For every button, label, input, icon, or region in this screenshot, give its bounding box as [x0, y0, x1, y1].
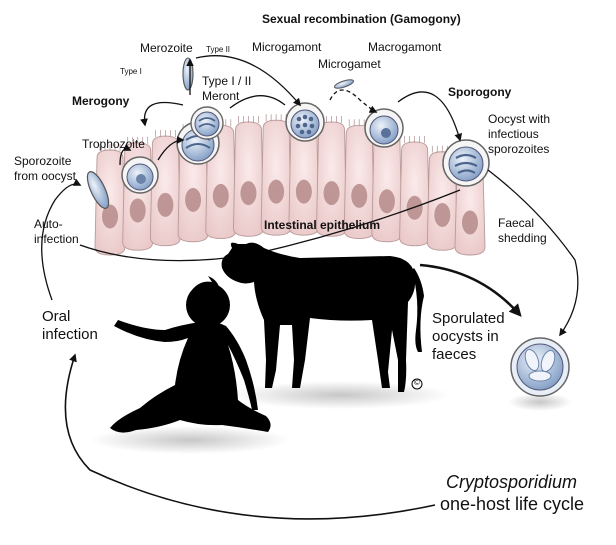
- cell-nucleus: [434, 202, 451, 227]
- sporulated-label-line2: oocysts in: [432, 328, 499, 345]
- calf-silhouette: [221, 242, 424, 392]
- cell-nucleus: [129, 198, 146, 223]
- auto-infection-label-line1: Auto-: [34, 217, 63, 231]
- cell-nucleus: [351, 183, 368, 208]
- faecal-shedding-label-line2: shedding: [498, 231, 547, 245]
- copyright-circle: [411, 378, 423, 390]
- child-shadow: [90, 426, 290, 454]
- cell-nucleus: [185, 187, 202, 212]
- cell-nucleus: [378, 189, 395, 214]
- trophozoite-stage: [121, 156, 159, 194]
- sporozoite-stage: [86, 171, 110, 209]
- macrogamont-stage: [364, 108, 404, 148]
- merozoite-label: Merozoite: [140, 41, 193, 55]
- cell-nucleus: [157, 192, 174, 217]
- type-ii-label: Type II: [206, 45, 231, 54]
- type-i-label: Type I: [120, 67, 142, 76]
- oocyst-label-line1: Oocyst with: [488, 112, 551, 126]
- cell-nucleus: [462, 210, 478, 235]
- meront-label-line2: Meront: [202, 89, 240, 103]
- copyright-mark: ©: [414, 378, 420, 387]
- calf-shadow: [230, 381, 450, 409]
- intestinal-epithelium-label: Intestinal epithelium: [264, 218, 381, 232]
- epithelial-cell: [149, 135, 181, 247]
- microgamont-label: Microgamont: [252, 40, 322, 54]
- oral-infection-label-line1: Oral: [42, 308, 71, 325]
- oocyst-label-line2: infectious: [488, 127, 539, 141]
- sexual-recombination-label: Sexual recombination (Gamogony): [262, 12, 461, 26]
- diagram-title-line1: Cryptosporidium: [446, 472, 578, 492]
- cell-nucleus: [295, 179, 312, 204]
- diagram-title-line2: one-host life cycle: [440, 494, 585, 514]
- faecal-shedding-label-line1: Faecal: [498, 216, 535, 230]
- epithelial-cell: [233, 121, 264, 237]
- sporulated-oocyst: [508, 337, 572, 411]
- microgamet-stage: [333, 79, 355, 89]
- merozoite-stage: [182, 57, 194, 91]
- sporulated-label-line1: Sporulated: [432, 310, 505, 327]
- cell-nucleus: [323, 181, 340, 206]
- meront-label-line1: Type I / II: [202, 74, 252, 88]
- trophozoite-label: Trophozoite: [82, 137, 145, 151]
- sporozoite-label-line2: from oocyst: [14, 169, 77, 183]
- oocyst-label-line3: sporozoites: [488, 142, 550, 156]
- cell-nucleus: [102, 204, 118, 229]
- cell-nucleus: [212, 183, 229, 208]
- sporogony-label: Sporogony: [448, 85, 512, 99]
- oral-infection-label-line2: infection: [42, 326, 98, 343]
- main-arrows: [64, 263, 522, 520]
- auto-infection-label-line2: infection: [34, 232, 79, 246]
- sporozoite-label-line1: Sporozoite: [14, 154, 72, 168]
- microgamont-stage: [285, 102, 325, 142]
- macrogamont-label: Macrogamont: [368, 40, 442, 54]
- microgamet-label: Microgamet: [318, 57, 381, 71]
- cycle-arrows: [41, 55, 579, 337]
- merogony-label: Merogony: [72, 94, 130, 108]
- cell-nucleus: [240, 181, 257, 206]
- oocyst-stage: [442, 139, 490, 187]
- child-silhouette: [110, 276, 271, 433]
- sporulated-label-line3: faeces: [432, 346, 477, 363]
- epithelial-cell: [399, 141, 431, 247]
- cell-nucleus: [268, 179, 285, 204]
